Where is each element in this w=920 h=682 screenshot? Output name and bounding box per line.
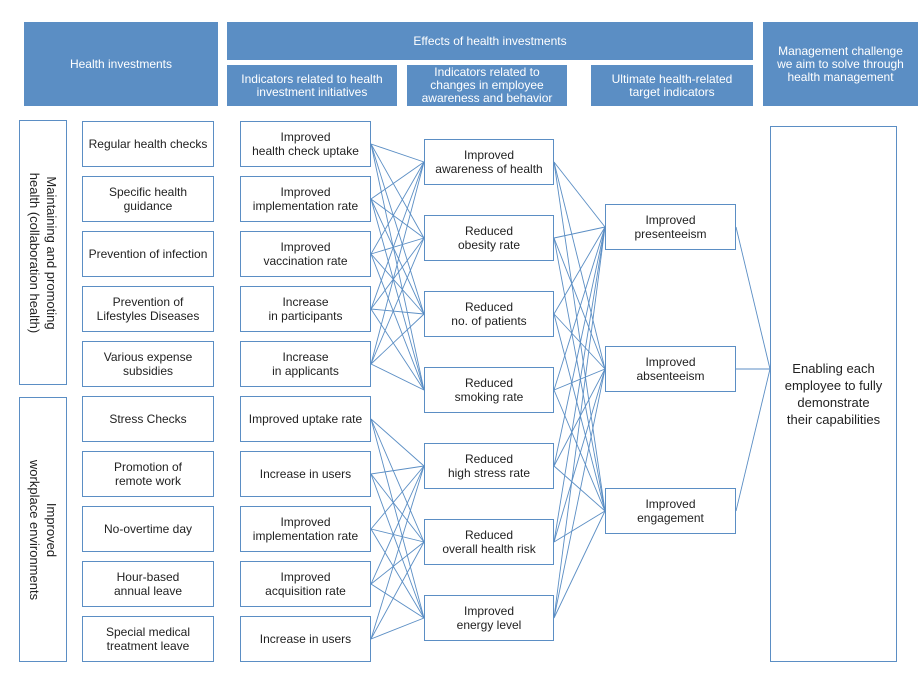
connector-line — [553, 161, 606, 228]
connector-line — [370, 308, 425, 315]
connector-line — [370, 198, 425, 239]
connector-line — [553, 226, 606, 315]
connector-line — [553, 510, 606, 619]
connector-line — [553, 368, 606, 467]
connector-line — [370, 465, 425, 475]
connector-line — [370, 528, 425, 543]
connector-line — [553, 237, 606, 512]
initiative-applicants: Increase in applicants — [240, 341, 371, 387]
awareness-obesity-rate: Reduced obesity rate — [424, 215, 554, 261]
connector-line — [370, 617, 425, 640]
connector-line — [370, 541, 425, 585]
connector-line — [370, 313, 425, 365]
investment-medical-treatment-leave: Special medical treatment leave — [82, 616, 214, 662]
awareness-smoking-rate: Reduced smoking rate — [424, 367, 554, 413]
connector-line — [553, 313, 606, 512]
connector-line — [553, 368, 606, 619]
initiative-users-2: Increase in users — [240, 616, 371, 662]
connector-line — [553, 161, 606, 512]
connector-line — [370, 418, 425, 619]
initiative-uptake-rate: Improved uptake rate — [240, 396, 371, 442]
connector-line — [370, 143, 425, 239]
connector-line — [370, 198, 425, 315]
connector-line — [553, 226, 606, 543]
connector-line — [370, 465, 425, 585]
connector-line — [553, 510, 606, 543]
connector-line — [553, 226, 606, 239]
connector-line — [370, 253, 425, 315]
header-health-investments: Health investments — [24, 22, 218, 106]
connector-line — [370, 473, 425, 543]
connector-line — [553, 389, 606, 512]
connector-line — [370, 161, 425, 200]
header-initiative-indicators: Indicators related to health investment … — [227, 65, 397, 106]
initiative-vaccination-rate: Improved vaccination rate — [240, 231, 371, 277]
header-awareness-indicators: Indicators related to changes in employe… — [407, 65, 567, 106]
connector-line — [370, 198, 425, 391]
investment-prevention-of-infection: Prevention of infection — [82, 231, 214, 277]
connector-line — [553, 237, 606, 370]
connector-line — [370, 465, 425, 530]
awareness-high-stress-rate: Reduced high stress rate — [424, 443, 554, 489]
connector-line — [553, 465, 606, 512]
investment-hour-based-leave: Hour-based annual leave — [82, 561, 214, 607]
connector-line — [553, 161, 606, 370]
connector-line — [370, 237, 425, 310]
ultimate-presenteeism: Improved presenteeism — [605, 204, 736, 250]
connector-line — [370, 161, 425, 365]
header-ultimate-indicators: Ultimate health-related target indicator… — [591, 65, 753, 106]
investment-expense-subsidies: Various expense subsidies — [82, 341, 214, 387]
connector-line — [370, 161, 425, 255]
connector-line — [553, 226, 606, 391]
investment-prevention-lifestyle-diseases: Prevention of Lifestyles Diseases — [82, 286, 214, 332]
connector-line — [370, 418, 425, 543]
investment-no-overtime-day: No-overtime day — [82, 506, 214, 552]
header-effects: Effects of health investments — [227, 22, 753, 60]
investment-regular-health-checks: Regular health checks — [82, 121, 214, 167]
awareness-energy-level: Improved energy level — [424, 595, 554, 641]
initiative-acquisition-rate: Improved acquisition rate — [240, 561, 371, 607]
header-management-challenge: Management challenge we aim to solve thr… — [763, 22, 918, 106]
awareness-patients: Reduced no. of patients — [424, 291, 554, 337]
connector-line — [553, 226, 606, 619]
investment-stress-checks: Stress Checks — [82, 396, 214, 442]
ultimate-absenteeism: Improved absenteeism — [605, 346, 736, 392]
connector-line — [370, 363, 425, 391]
investment-remote-work: Promotion of remote work — [82, 451, 214, 497]
initiative-implementation-rate-2: Improved implementation rate — [240, 506, 371, 552]
investment-specific-health-guidance: Specific health guidance — [82, 176, 214, 222]
connector-line — [370, 237, 425, 255]
connector-line — [553, 368, 606, 391]
initiative-health-check-uptake: Improved health check uptake — [240, 121, 371, 167]
initiative-users-1: Increase in users — [240, 451, 371, 497]
connector-line — [370, 253, 425, 391]
initiative-participants: Increase in participants — [240, 286, 371, 332]
awareness-health-awareness: Improved awareness of health — [424, 139, 554, 185]
ultimate-engagement: Improved engagement — [605, 488, 736, 534]
category-collaboration-health: Maintaining and promoting health (collab… — [19, 120, 67, 385]
connector-line — [370, 143, 425, 391]
initiative-implementation-rate-1: Improved implementation rate — [240, 176, 371, 222]
connector-line — [370, 308, 425, 391]
connector-line — [735, 368, 771, 512]
connector-line — [553, 226, 606, 467]
awareness-overall-health-risk: Reduced overall health risk — [424, 519, 554, 565]
connector-line — [553, 313, 606, 370]
connector-line — [370, 143, 425, 163]
category-workplace-environment: Improved workplace environments — [19, 397, 67, 662]
connector-line — [370, 418, 425, 467]
connector-line — [370, 473, 425, 619]
connector-line — [370, 541, 425, 640]
connector-line — [370, 465, 425, 640]
connector-line — [370, 237, 425, 365]
connector-line — [370, 528, 425, 619]
connector-line — [370, 583, 425, 619]
connector-line — [553, 368, 606, 543]
connector-line — [370, 143, 425, 315]
connector-line — [735, 226, 771, 370]
connector-line — [370, 161, 425, 310]
goal-management-challenge: Enabling each employee to fully demonstr… — [770, 126, 897, 662]
